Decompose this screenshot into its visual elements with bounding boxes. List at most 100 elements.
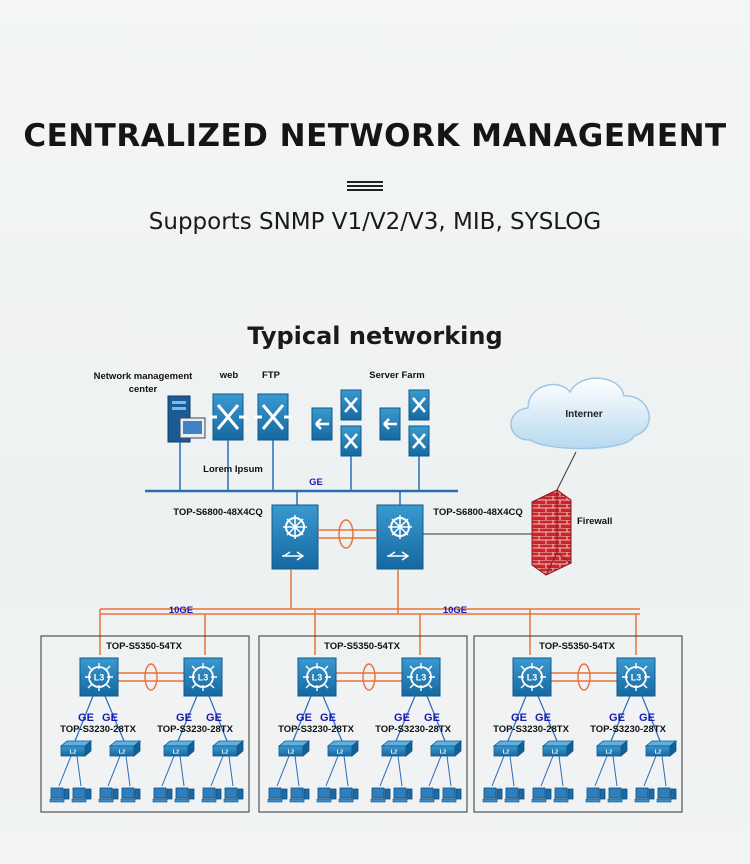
access-right-label: TOP-S3230-28TX bbox=[157, 724, 234, 735]
pc-icon bbox=[607, 787, 628, 803]
l2-text: L2 bbox=[503, 750, 509, 756]
group-frame bbox=[473, 635, 683, 813]
aggregation-label: TOP-S5350-54TX bbox=[106, 641, 183, 652]
ge-label: GE bbox=[511, 712, 527, 724]
pc-icon bbox=[656, 787, 677, 803]
l3-switch-left: L3 bbox=[79, 657, 119, 697]
server-farm-label: Server Farm bbox=[369, 370, 424, 381]
pc-icon bbox=[585, 787, 606, 803]
pc-icon bbox=[504, 787, 525, 803]
firewall-icon bbox=[531, 489, 572, 576]
pc-icon bbox=[201, 787, 222, 803]
ge-label: GE bbox=[176, 712, 192, 724]
pc-icon bbox=[370, 787, 391, 803]
l2-text: L2 bbox=[70, 750, 76, 756]
ge-label: GE bbox=[78, 712, 94, 724]
l3-text: L3 bbox=[94, 673, 105, 683]
core-switch-right bbox=[376, 504, 424, 570]
l2-switch-4: L2 bbox=[429, 740, 463, 757]
ge-label: GE bbox=[394, 712, 410, 724]
l2-switch-1: L2 bbox=[277, 740, 311, 757]
nmc-label-1: Network management bbox=[94, 371, 194, 382]
ge-label: GE bbox=[102, 712, 118, 724]
pc-icon bbox=[482, 787, 503, 803]
server-farm-icons bbox=[311, 389, 430, 457]
l2-text: L2 bbox=[552, 750, 558, 756]
server-links bbox=[179, 440, 420, 491]
l2-text: L2 bbox=[606, 750, 612, 756]
l2-switch-3: L2 bbox=[162, 740, 196, 757]
l3-text: L3 bbox=[416, 673, 427, 683]
l2-switch-4: L2 bbox=[644, 740, 678, 757]
l3-switch-right: L3 bbox=[616, 657, 656, 697]
access-left-label: TOP-S3230-28TX bbox=[60, 724, 137, 735]
pc-icon bbox=[267, 787, 288, 803]
title-divider bbox=[347, 181, 383, 191]
pc-icon bbox=[49, 787, 70, 803]
firewall-label: Firewall bbox=[577, 516, 612, 527]
pc-icon bbox=[531, 787, 552, 803]
access-left-label: TOP-S3230-28TX bbox=[278, 724, 355, 735]
l2-text: L2 bbox=[391, 750, 397, 756]
internet-cloud-icon bbox=[510, 377, 650, 450]
l3-switch-right: L3 bbox=[183, 657, 223, 697]
tengig-right-label: 10GE bbox=[443, 605, 467, 616]
nmc-label-2: center bbox=[129, 384, 158, 395]
l2-switch-1: L2 bbox=[492, 740, 526, 757]
l2-switch-2: L2 bbox=[108, 740, 142, 757]
ftp-label: FTP bbox=[262, 370, 281, 381]
ge-bus-label: GE bbox=[309, 477, 323, 488]
pc-icon bbox=[338, 787, 359, 803]
pc-icon bbox=[441, 787, 462, 803]
ge-label: GE bbox=[424, 712, 440, 724]
aggregation-label: TOP-S5350-54TX bbox=[539, 641, 616, 652]
l3-text: L3 bbox=[312, 673, 323, 683]
web-server-icon bbox=[209, 393, 247, 441]
l2-switch-3: L2 bbox=[595, 740, 629, 757]
l2-text: L2 bbox=[173, 750, 179, 756]
l3-switch-left: L3 bbox=[512, 657, 552, 697]
nmc-computer-icon bbox=[167, 395, 206, 443]
page-subtitle: Supports SNMP V1/V2/V3, MIB, SYSLOG bbox=[148, 209, 602, 235]
group-frame bbox=[258, 635, 468, 813]
web-label: web bbox=[219, 370, 239, 381]
l2-text: L2 bbox=[119, 750, 125, 756]
l2-switch-2: L2 bbox=[541, 740, 575, 757]
l2-switch-4: L2 bbox=[211, 740, 245, 757]
pc-icon bbox=[174, 787, 195, 803]
access-right-label: TOP-S3230-28TX bbox=[590, 724, 667, 735]
ge-label: GE bbox=[535, 712, 551, 724]
access-left-label: TOP-S3230-28TX bbox=[493, 724, 570, 735]
l2-switch-1: L2 bbox=[59, 740, 93, 757]
core-left-label: TOP-S6800-48X4CQ bbox=[173, 507, 263, 518]
access-right-label: TOP-S3230-28TX bbox=[375, 724, 452, 735]
l3-text: L3 bbox=[198, 673, 209, 683]
pc-icon bbox=[553, 787, 574, 803]
l2-switch-2: L2 bbox=[326, 740, 360, 757]
core-trunk bbox=[318, 519, 377, 549]
l2-switch-3: L2 bbox=[380, 740, 414, 757]
l2-text: L2 bbox=[655, 750, 661, 756]
pc-icon bbox=[316, 787, 337, 803]
pc-icon bbox=[223, 787, 244, 803]
pc-icon bbox=[392, 787, 413, 803]
l2-text: L2 bbox=[440, 750, 446, 756]
page-title: CENTRALIZED NETWORK MANAGEMENT bbox=[23, 118, 727, 154]
internet-label: Interner bbox=[565, 409, 602, 420]
pc-icon bbox=[152, 787, 173, 803]
aggregation-label: TOP-S5350-54TX bbox=[324, 641, 401, 652]
l3-text: L3 bbox=[631, 673, 642, 683]
ge-label: GE bbox=[639, 712, 655, 724]
l2-text: L2 bbox=[337, 750, 343, 756]
l2-text: L2 bbox=[288, 750, 294, 756]
group-frame bbox=[40, 635, 250, 813]
diagram-title: Typical networking bbox=[247, 322, 503, 350]
pc-icon bbox=[634, 787, 655, 803]
tengig-left-label: 10GE bbox=[169, 605, 193, 616]
ge-label: GE bbox=[320, 712, 336, 724]
tengig-links bbox=[99, 569, 640, 655]
